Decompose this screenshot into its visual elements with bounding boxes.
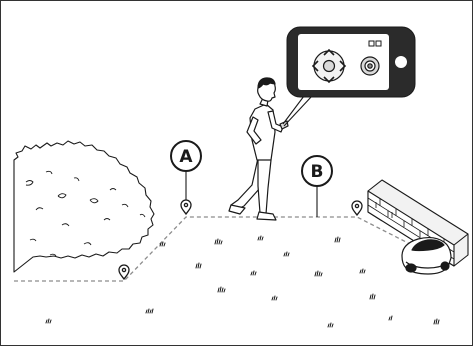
start-button-icon bbox=[360, 56, 380, 76]
location-pin-icon bbox=[180, 199, 192, 216]
marker-a: A bbox=[170, 140, 202, 172]
marker-b-label: B bbox=[311, 162, 324, 182]
status-icon bbox=[368, 40, 375, 47]
smartphone-icon bbox=[286, 26, 416, 98]
arrow-down-icon bbox=[323, 76, 335, 84]
status-icon bbox=[375, 40, 382, 47]
direction-pad-icon bbox=[311, 48, 347, 84]
grass-tufts bbox=[45, 235, 440, 328]
marker-b: B bbox=[301, 155, 333, 187]
location-pin-icon bbox=[351, 200, 363, 217]
robotic-mower-icon bbox=[401, 236, 452, 275]
arrow-left-icon bbox=[311, 60, 319, 72]
arrow-right-icon bbox=[339, 60, 347, 72]
marker-a-label: A bbox=[179, 147, 193, 167]
person-icon bbox=[228, 77, 289, 221]
location-pin-icon bbox=[118, 264, 130, 281]
bush-icon bbox=[13, 140, 155, 273]
boundary-path bbox=[14, 216, 413, 282]
callout-pointer bbox=[282, 95, 313, 127]
arrow-up-icon bbox=[323, 48, 335, 56]
home-button-icon bbox=[395, 56, 407, 68]
marker-stems bbox=[185, 171, 318, 217]
